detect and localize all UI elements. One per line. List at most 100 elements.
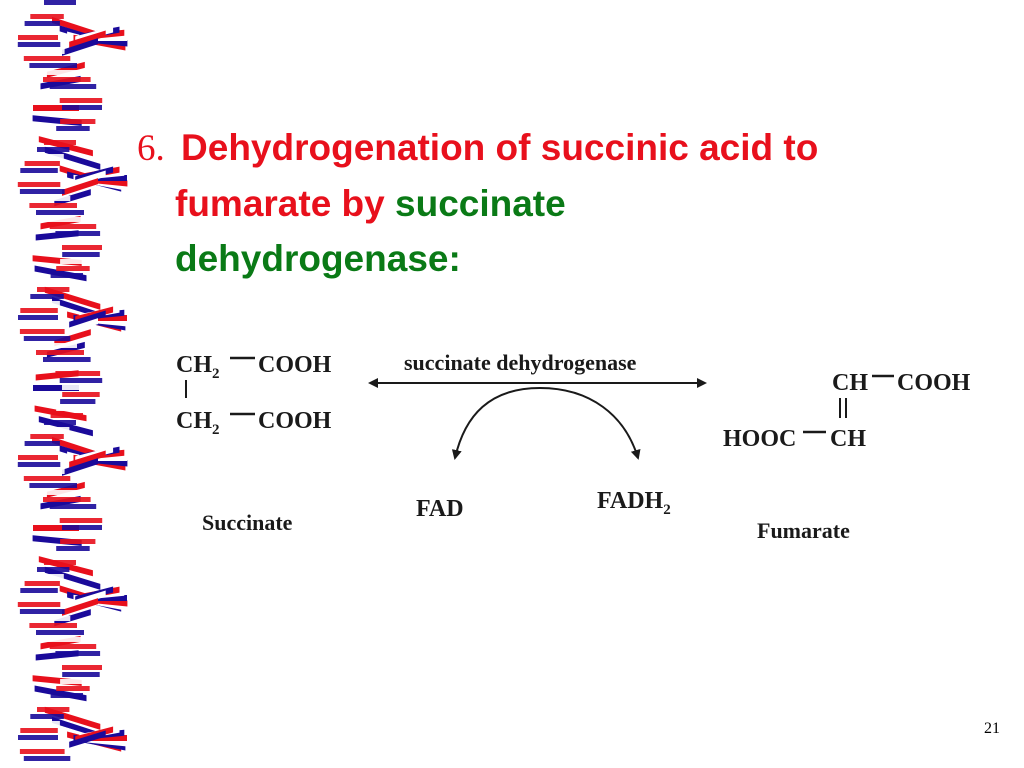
helix-stripe bbox=[54, 609, 91, 627]
helix-stripe bbox=[20, 728, 58, 733]
helix-stripe bbox=[30, 574, 64, 579]
helix-stripe bbox=[23, 476, 71, 481]
helix-stripe bbox=[56, 126, 90, 131]
title-red-text: Dehydrogenation of succinic acid to bbox=[181, 127, 819, 168]
helix-stripe bbox=[29, 763, 77, 768]
helix-stripe bbox=[20, 308, 58, 313]
helix-stripe bbox=[24, 301, 60, 306]
helix-stripe bbox=[44, 420, 76, 425]
fumarate-hooc: HOOC bbox=[723, 426, 796, 452]
helix-stripe bbox=[37, 427, 70, 432]
helix-stripe bbox=[17, 182, 61, 187]
helix-stripe bbox=[23, 616, 71, 621]
helix-stripe bbox=[60, 259, 96, 264]
helix-stripe bbox=[24, 441, 60, 446]
helix-stripe bbox=[23, 336, 71, 341]
helix-stripe bbox=[81, 455, 127, 461]
fumarate-ch-bottom: CH bbox=[830, 426, 866, 452]
helix-stripe bbox=[59, 378, 103, 383]
helix-stripe bbox=[69, 310, 106, 328]
succinate-cooh-bottom: COOH bbox=[258, 408, 332, 434]
helix-stripe bbox=[33, 105, 79, 111]
helix-stripe bbox=[33, 665, 79, 671]
helix-stripe bbox=[59, 98, 103, 103]
helix-stripe bbox=[24, 581, 60, 586]
helix-stripe bbox=[60, 119, 96, 124]
helix-stripe bbox=[62, 458, 98, 476]
helix-stripe bbox=[18, 455, 58, 460]
helix-stripe bbox=[50, 413, 83, 418]
helix-stripe bbox=[30, 154, 64, 159]
helix-stripe bbox=[18, 735, 58, 740]
helix-stripe bbox=[29, 203, 77, 208]
succinate-ch2-bottom: CH2 bbox=[176, 408, 220, 438]
helix-stripe bbox=[17, 322, 61, 327]
helix-stripe bbox=[54, 469, 91, 487]
helix-stripe bbox=[55, 231, 101, 236]
helix-stripe bbox=[69, 730, 106, 748]
helix-stripe bbox=[50, 133, 83, 138]
fad-label: FAD bbox=[416, 496, 464, 522]
helix-stripe bbox=[55, 651, 101, 656]
helix-stripe bbox=[44, 426, 101, 450]
helix-stripe bbox=[43, 497, 91, 502]
helix-stripe bbox=[36, 210, 84, 215]
helix-stripe bbox=[59, 658, 103, 663]
helix-stripe bbox=[37, 707, 70, 712]
helix-stripe bbox=[50, 273, 83, 278]
helix-stripe bbox=[19, 49, 65, 54]
helix-stripe bbox=[19, 609, 65, 614]
helix-stripe bbox=[23, 56, 71, 61]
helix-stripe bbox=[62, 525, 102, 530]
helix-stripe bbox=[55, 91, 101, 96]
helix-stripe bbox=[56, 686, 90, 691]
helix-stripe bbox=[60, 679, 96, 684]
helix-stripe bbox=[44, 286, 101, 310]
fumarate-label: Fumarate bbox=[757, 518, 850, 543]
helix-stripe bbox=[49, 364, 97, 369]
helix-stripe bbox=[69, 590, 106, 608]
title-green-succinate: succinate bbox=[395, 183, 566, 224]
helix-stripe bbox=[29, 623, 77, 628]
helix-stripe bbox=[62, 318, 98, 336]
helix-stripe bbox=[62, 385, 102, 390]
helix-stripe bbox=[30, 714, 64, 719]
helix-stripe bbox=[19, 329, 65, 334]
title-green-dehydrogenase: dehydrogenase: bbox=[175, 238, 461, 279]
helix-stripe bbox=[81, 315, 127, 321]
helix-stripe bbox=[44, 566, 101, 590]
helix-stripe bbox=[36, 490, 84, 495]
helix-stripe bbox=[18, 315, 58, 320]
helix-stripe bbox=[62, 105, 102, 110]
title-number: 6. bbox=[137, 128, 165, 169]
helix-stripe bbox=[37, 147, 70, 152]
helix-stripe bbox=[18, 175, 58, 180]
helix-stripe bbox=[43, 217, 91, 222]
fad-curved-arrow bbox=[451, 387, 541, 460]
helix-stripe bbox=[20, 448, 58, 453]
helix-stripe bbox=[69, 30, 106, 48]
helix-stripe bbox=[18, 595, 58, 600]
helix-stripe bbox=[81, 175, 127, 181]
helix-stripe bbox=[62, 665, 102, 670]
helix-stripe bbox=[29, 63, 77, 68]
helix-stripe bbox=[44, 700, 76, 705]
succinate-label: Succinate bbox=[202, 510, 293, 535]
helix-stripe bbox=[24, 721, 60, 726]
helix-stripe bbox=[24, 161, 60, 166]
helix-stripe bbox=[81, 735, 127, 741]
helix-stripe bbox=[44, 140, 76, 145]
helix-stripe bbox=[69, 170, 106, 188]
fumarate-cooh-top: COOH bbox=[897, 370, 971, 396]
helix-stripe bbox=[33, 525, 79, 531]
succinate-ch2-top: CH2 bbox=[176, 352, 220, 382]
helix-stripe bbox=[49, 84, 97, 89]
helix-stripe bbox=[17, 462, 61, 467]
helix-stripe bbox=[62, 112, 100, 117]
helix-stripe bbox=[60, 539, 96, 544]
helix-stripe bbox=[20, 168, 58, 173]
helix-stripe bbox=[69, 450, 106, 468]
helix-stripe bbox=[19, 749, 65, 754]
helix-stripe bbox=[23, 196, 71, 201]
helix-stripe bbox=[30, 14, 64, 19]
